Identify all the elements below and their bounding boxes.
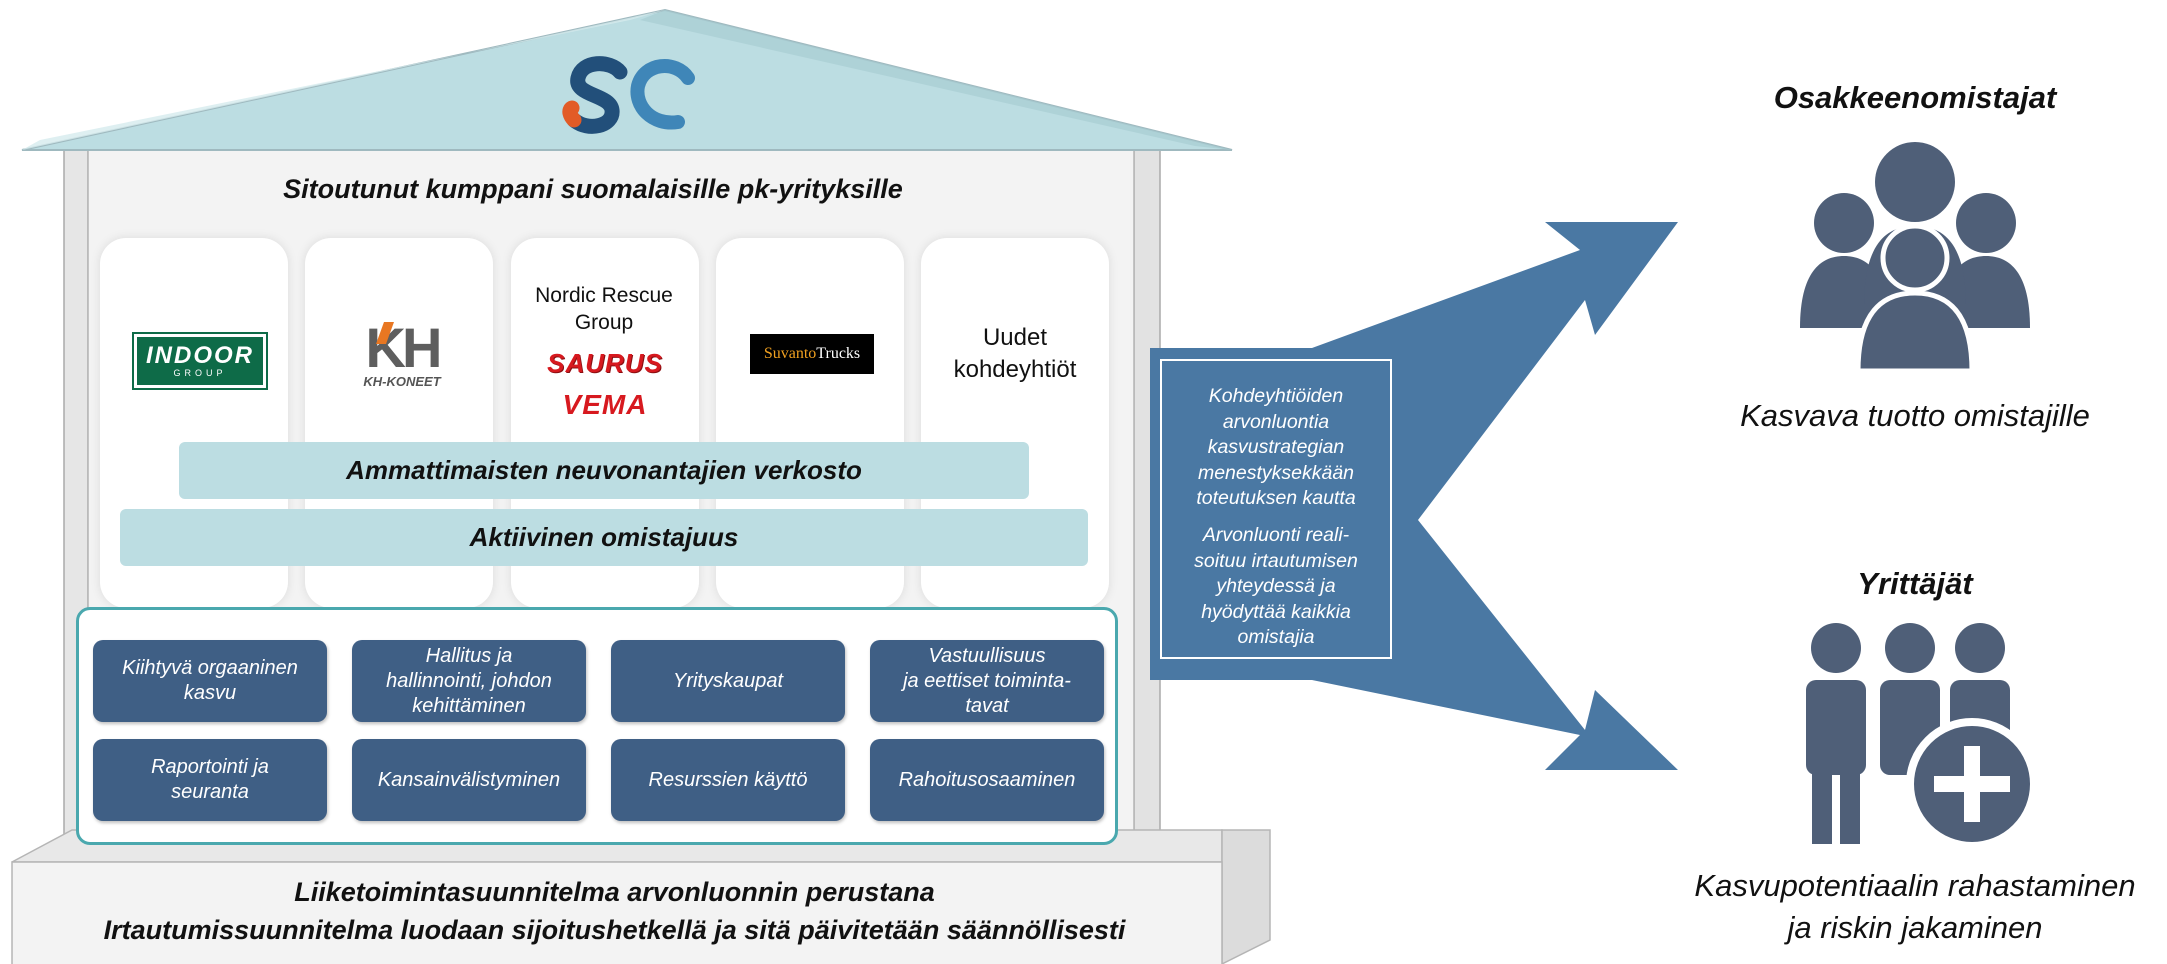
kh-koneet-logo: KH KH-KONEET [350,315,454,390]
center-text-box [1160,359,1392,659]
sc-logo-icon [562,56,695,134]
capability-governance: Hallitus ja hallinnointi, johdon kehittä… [352,640,586,722]
entrepreneurs-add-icon [1806,623,2038,850]
foundation [11,861,1223,964]
vema-logo: VEMA [548,388,662,422]
foundation-text-2: Irtautumissuunnitelma luodaan sijoitushe… [103,915,1126,945]
active-ownership-bar: Aktiivinen omistajuus [120,509,1088,566]
center-text-1: Kohdeyhtiöiden arvonluontia kasvustrateg… [1196,385,1356,509]
entrepreneurs-title: Yrittäjät [1857,566,1973,601]
indoor-logo-sub: GROUP [173,368,227,378]
foundation-text-1: Liiketoimintasuunnitelma arvonluonnin pe… [294,877,935,907]
saurus-logo-text: SAURUS [547,347,663,378]
capability-reporting: Raportointi ja seuranta [93,739,327,821]
shareholders-text: Kasvava tuotto omistajille [1740,398,2090,433]
shareholders-title: Osakkeenomistajat [1773,80,2057,115]
capability-internationalization: Kansainvälistyminen [352,739,586,821]
center-text-2: Arvonluonti reali- soituu irtautumisen y… [1194,524,1358,648]
new-targets-label: Uudet kohdeyhtiöt [953,324,1077,383]
capability-financing: Rahoitusosaaminen [870,739,1104,821]
suvanto-logo-text-2: Trucks [816,345,861,362]
kh-logo-sub: KH-KONEET [363,373,441,389]
nordic-rescue-group-label: Nordic Rescue Group [535,284,673,334]
kh-logo-mark: KH [365,315,443,379]
indoor-logo-text: INDOOR [146,342,254,369]
saurus-logo: SAURUS [547,347,663,378]
advisor-network-bar: Ammattimaisten neuvonantajien verkosto [179,442,1029,499]
suvanto-logo-text-1: Suvanto [763,345,817,362]
capability-responsibility: Vastuullisuus ja eettiset toiminta- tava… [870,640,1104,722]
shareholders-group-icon [1800,142,2030,373]
vema-logo-text: VEMA [562,389,648,420]
house-title: Sitoutunut kumppani suomalaisille pk-yri… [283,174,903,204]
entrepreneurs-text: Kasvupotentiaalin rahastaminen ja riskin… [1694,868,2136,945]
capability-organic-growth: Kiihtyvä orgaaninen kasvu [93,640,327,722]
capability-resources: Resurssien käyttö [611,739,845,821]
indoor-group-logo: INDOOR GROUP [132,332,268,390]
capability-acquisitions: Yrityskaupat [611,640,845,722]
